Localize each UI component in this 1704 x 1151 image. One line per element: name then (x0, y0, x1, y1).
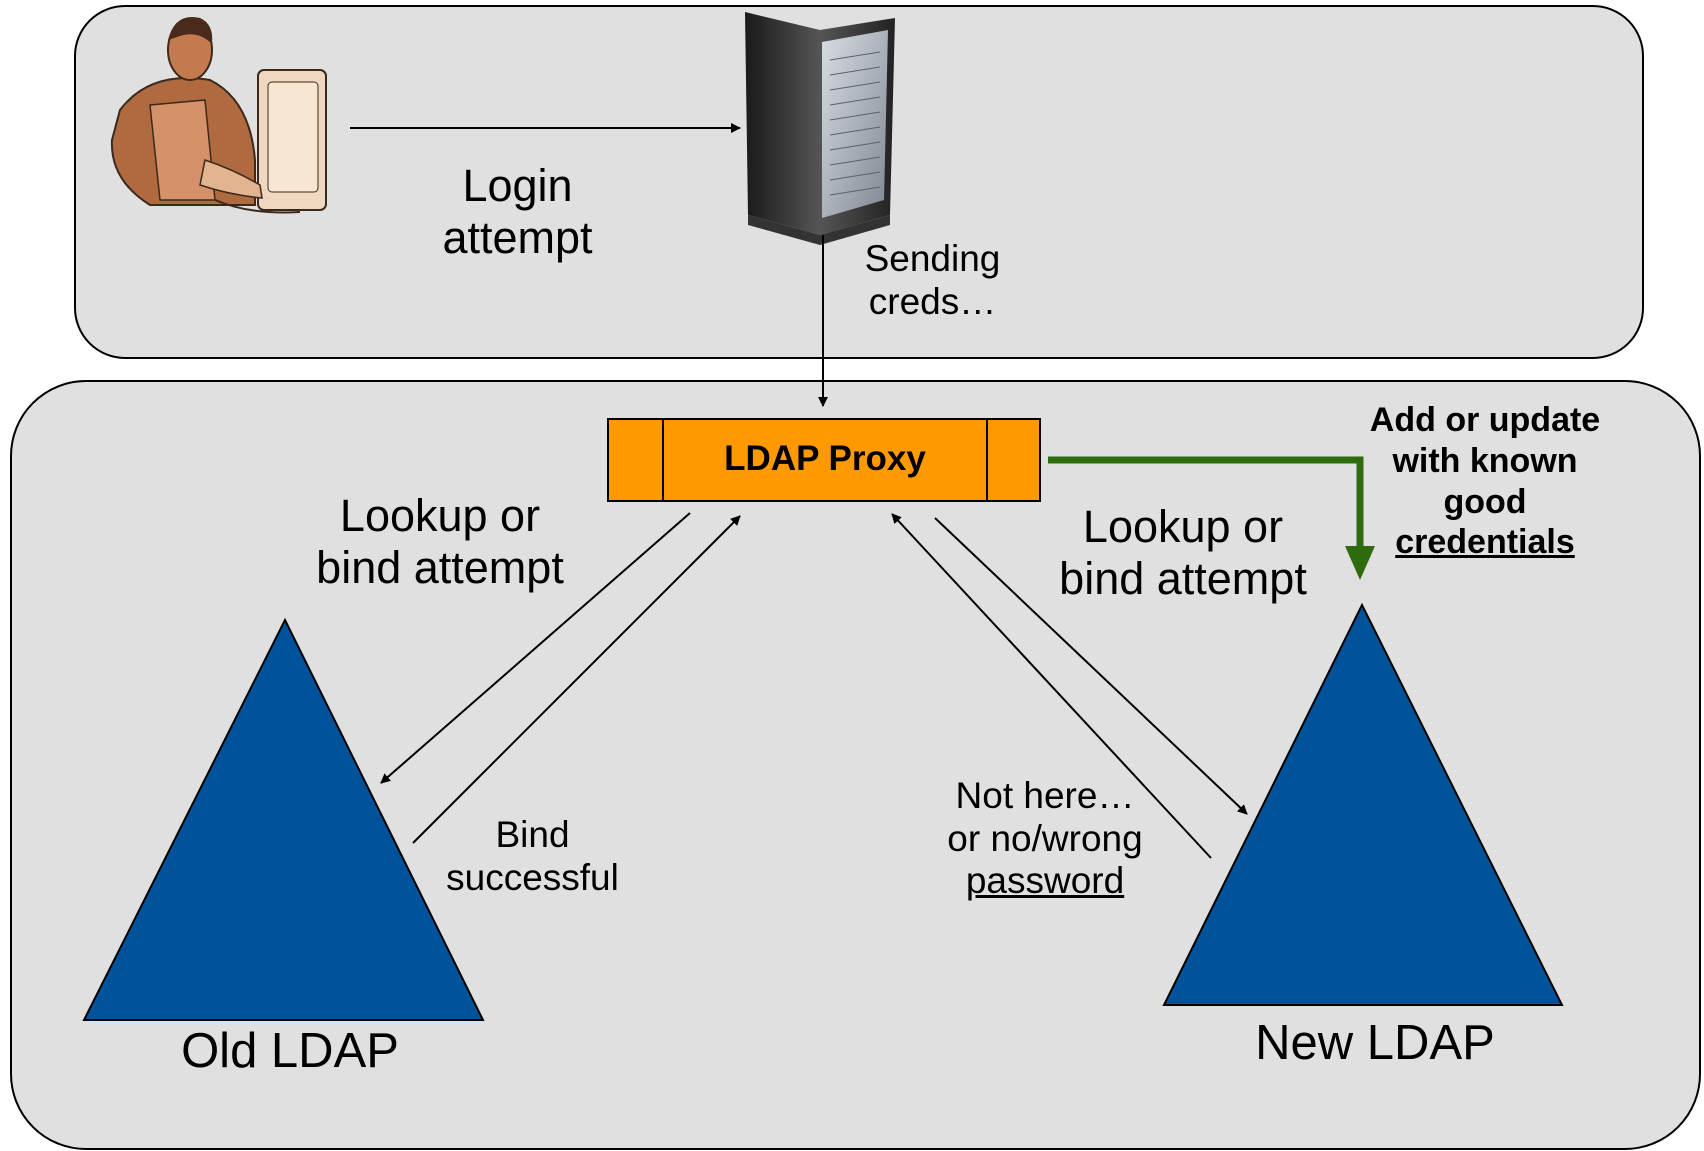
old-ldap-lookup-arrow (380, 512, 691, 784)
new-ldap-lookup-arrow (934, 517, 1248, 815)
old-ldap-label: Old LDAP (181, 1024, 399, 1078)
ldap-proxy-box[interactable] (607, 418, 1041, 502)
update-credentials-arrow (1048, 456, 1375, 580)
new-ldap-response-arrow (891, 513, 1212, 859)
new-ldap-label: New LDAP (1255, 1016, 1495, 1070)
old-ldap-response-label: Bind successful (446, 814, 619, 898)
new-ldap-lookup-label: Lookup or bind attempt (1059, 501, 1307, 604)
ldap-proxy-label: LDAP Proxy (724, 439, 926, 478)
person-at-computer-icon (110, 16, 327, 214)
old-ldap-triangle[interactable] (82, 617, 485, 1021)
update-credentials-label: Add or update with known good credential… (1369, 401, 1601, 562)
old-ldap-lookup-label: Lookup or bind attempt (316, 490, 564, 593)
new-ldap-response-label: Not here… or no/wrong password (947, 775, 1143, 902)
login-attempt-label: Login attempt (442, 160, 593, 263)
new-ldap-triangle[interactable] (1162, 602, 1564, 1006)
sending-creds-label: Sending creds… (864, 238, 1001, 322)
old-ldap-response-arrow (412, 515, 741, 844)
server-tower-icon (745, 12, 895, 245)
